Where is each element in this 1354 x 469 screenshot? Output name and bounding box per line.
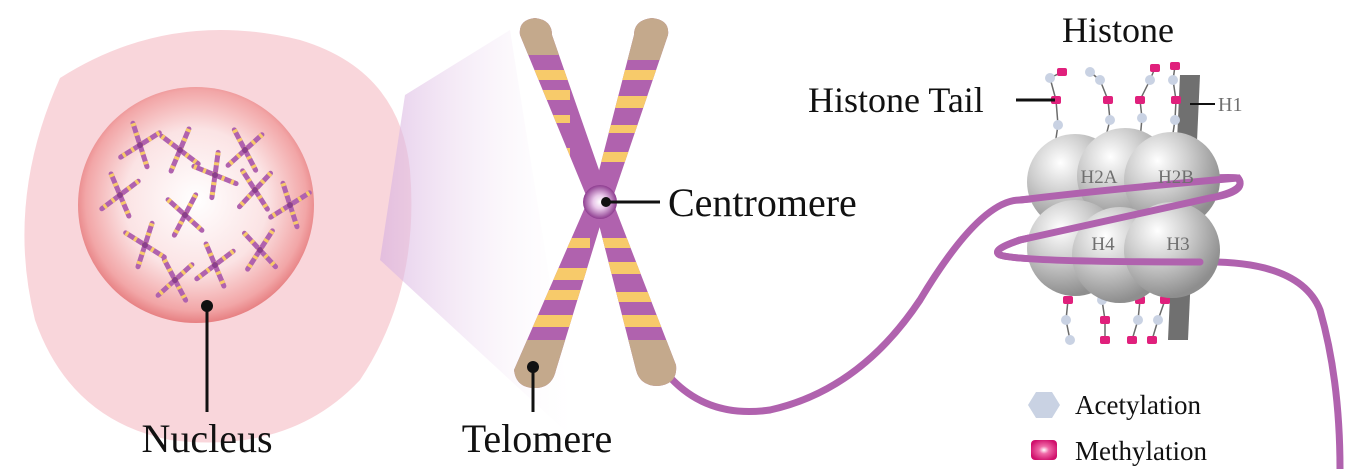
h2a-label: H2A [1081,167,1118,188]
methylation-icon [1031,440,1057,460]
acetylation-mark [1133,315,1143,325]
histone-tail-label: Histone Tail [808,80,984,120]
h1-label: H1 [1218,94,1242,116]
legend-methylation-label: Methylation [1075,436,1207,466]
acetylation-mark [1145,75,1155,85]
methylation-mark [1103,96,1113,104]
methylation-mark [1100,336,1110,344]
chromosome-arm-bottom-right [590,205,690,390]
centromere-label: Centromere [668,180,857,225]
chromosome-arm-top-right [594,15,680,200]
acetylation-mark [1045,73,1055,83]
acetylation-mark [1061,315,1071,325]
acetylation-mark [1095,75,1105,85]
acetylation-mark [1105,115,1115,125]
cell [24,30,575,443]
telomere-label: Telomere [462,416,612,461]
methylation-mark [1147,336,1157,344]
methylation-mark [1171,96,1181,104]
h3-label: H3 [1166,234,1189,255]
acetylation-mark [1065,335,1075,345]
legend: Acetylation Methylation [1028,390,1207,466]
methylation-mark [1127,336,1137,344]
methylation-mark [1170,62,1180,70]
methylation-mark [1100,316,1110,324]
acetylation-mark [1053,120,1063,130]
nucleus-label: Nucleus [141,416,272,461]
acetylation-mark [1137,113,1147,123]
acetylation-mark [1085,67,1095,77]
acetylation-icon [1028,392,1060,418]
methylation-mark [1063,296,1073,304]
histone-tail [1050,72,1062,145]
methylation-mark [1135,96,1145,104]
methylation-mark [1150,64,1160,72]
acetylation-mark [1153,315,1163,325]
h2b-label: H2B [1158,167,1194,188]
histone-complex [998,62,1241,345]
methylation-mark [1057,68,1067,76]
h4-label: H4 [1091,234,1115,255]
histone-title: Histone [1062,10,1174,50]
acetylation-mark [1170,115,1180,125]
nucleus [78,87,314,323]
legend-acetylation-label: Acetylation [1075,390,1201,420]
acetylation-mark [1168,75,1178,85]
